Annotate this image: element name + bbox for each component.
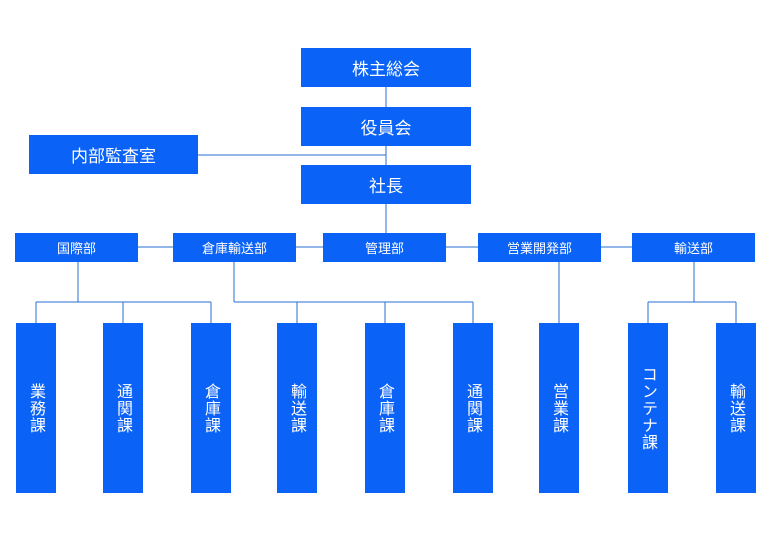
section-2-label: 通関課	[114, 382, 133, 434]
section-9-label: 輸送課	[727, 382, 746, 434]
section-7-label: 営業課	[550, 382, 569, 434]
department-warehouse-transport: 倉庫輸送部	[173, 233, 296, 262]
section-3: 倉庫課	[191, 323, 231, 493]
section-4-label: 輸送課	[288, 382, 307, 434]
section-8-label: コンテナ課	[639, 365, 658, 451]
shareholders-box: 株主総会	[301, 48, 471, 87]
audit-box: 内部監査室	[29, 135, 198, 174]
section-2: 通関課	[103, 323, 143, 493]
department-management: 管理部	[323, 233, 446, 262]
section-4: 輸送課	[277, 323, 317, 493]
section-8: コンテナ課	[628, 323, 668, 493]
section-7: 営業課	[539, 323, 579, 493]
section-5-label: 倉庫課	[376, 382, 395, 434]
board-box: 役員会	[301, 107, 471, 146]
department-transport: 輸送部	[632, 233, 755, 262]
section-6: 通関課	[453, 323, 493, 493]
president-box: 社長	[301, 165, 471, 204]
section-9: 輸送課	[716, 323, 756, 493]
section-6-label: 通関課	[464, 382, 483, 434]
department-sales-dev: 営業開発部	[478, 233, 601, 262]
section-3-label: 倉庫課	[202, 382, 221, 434]
section-1-label: 業務課	[27, 382, 46, 434]
section-1: 業務課	[16, 323, 56, 493]
department-international: 国際部	[15, 233, 138, 262]
section-5: 倉庫課	[365, 323, 405, 493]
